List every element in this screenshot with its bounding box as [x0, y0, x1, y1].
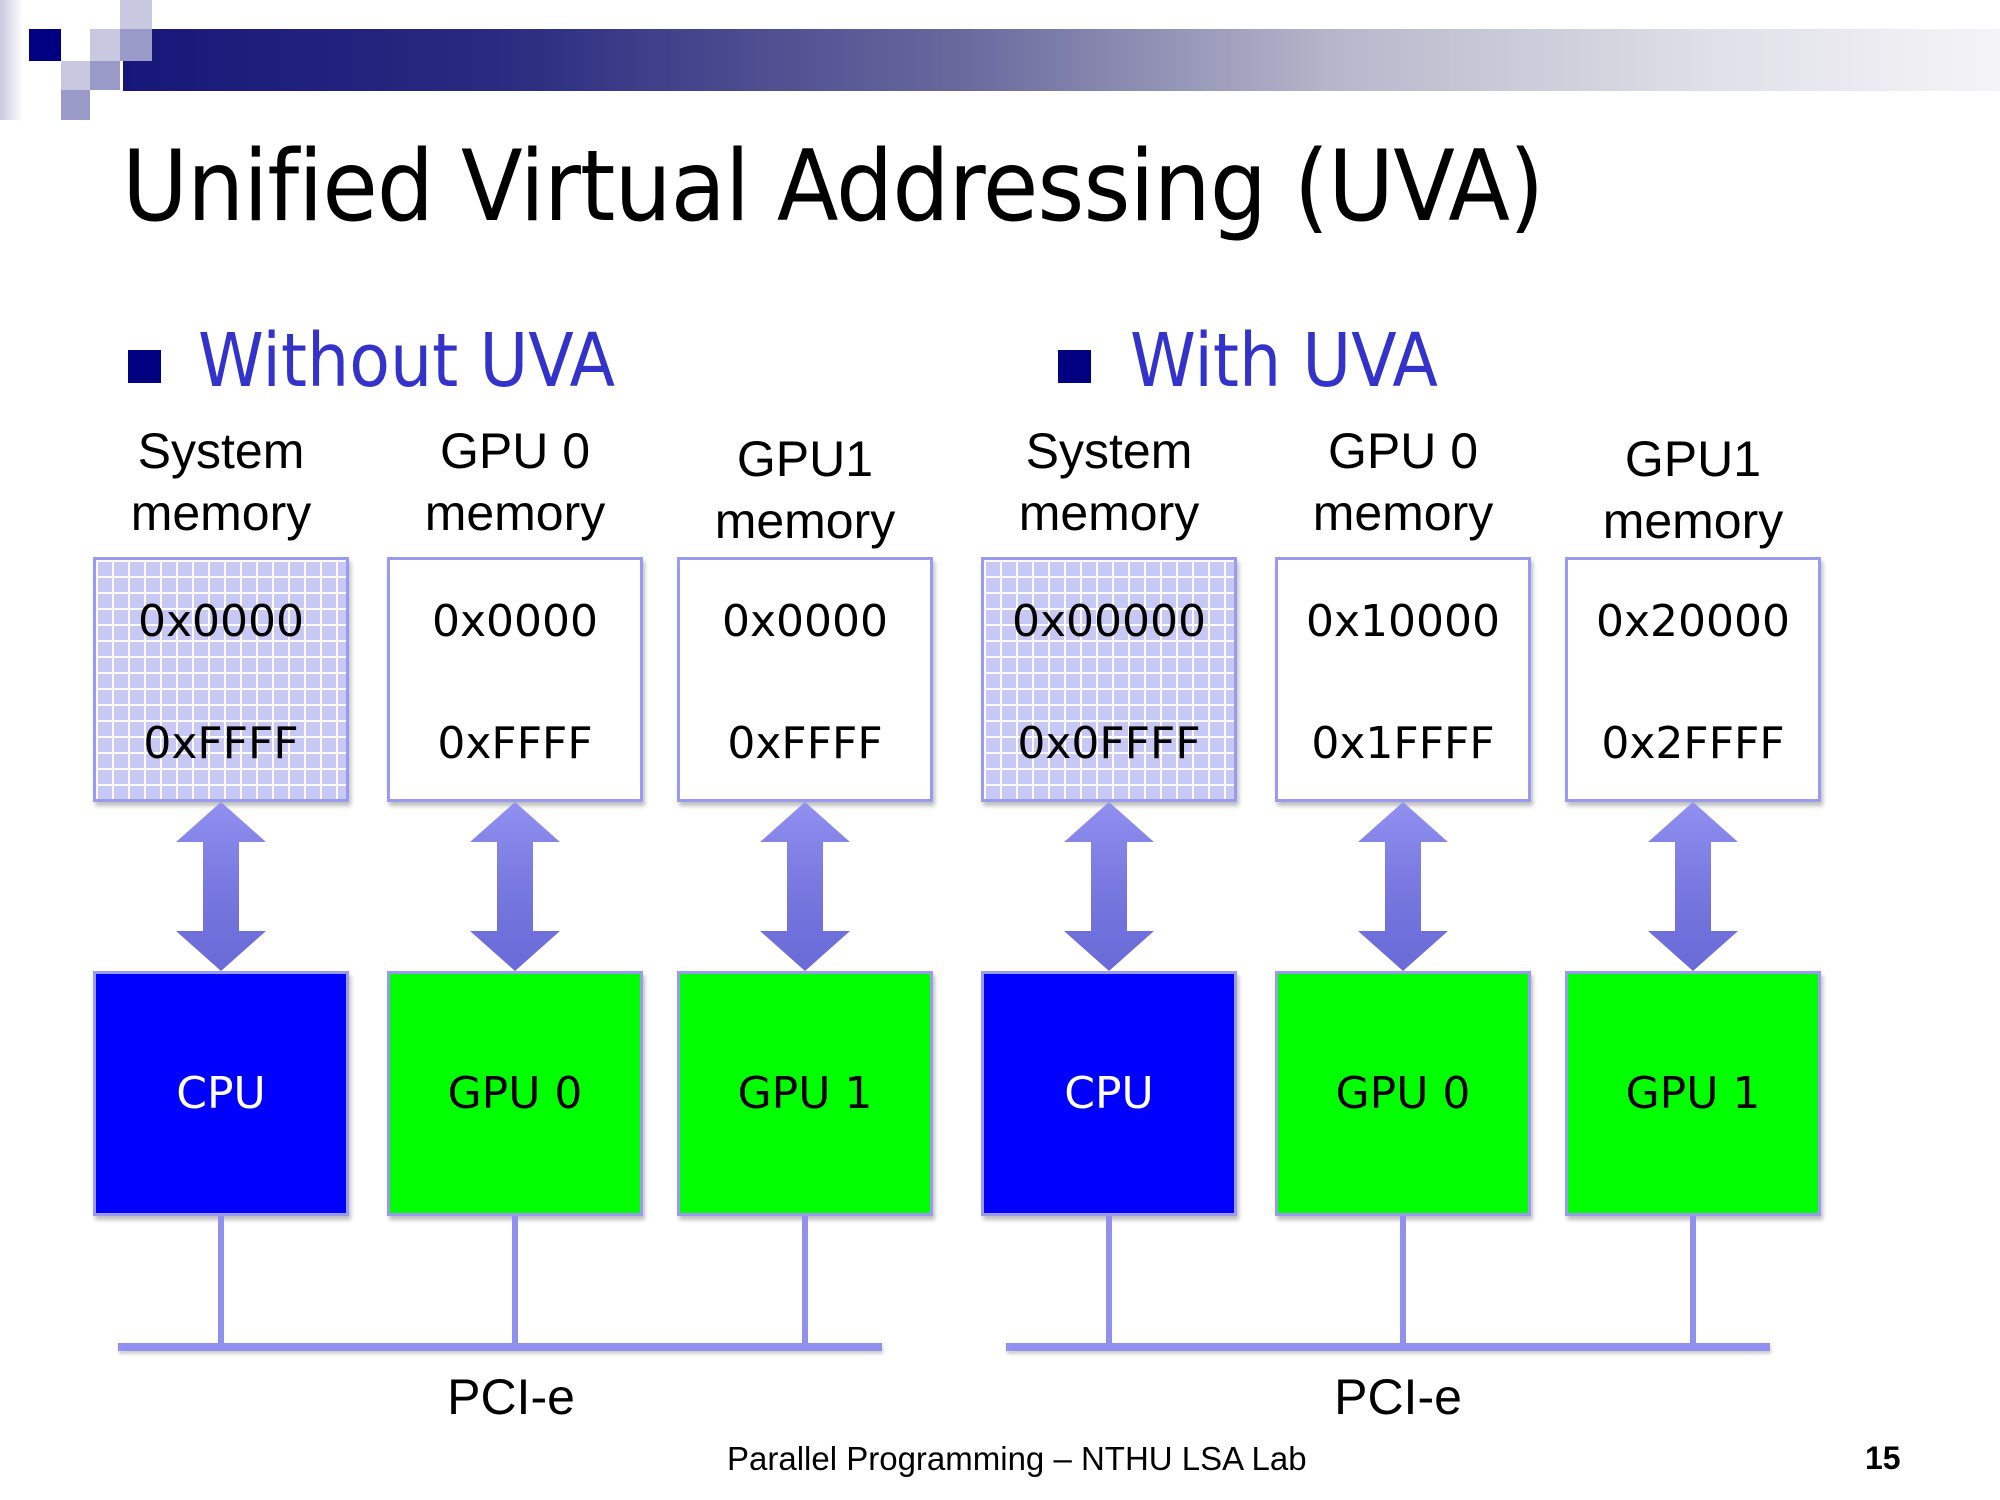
address-start: 0x0000: [137, 596, 304, 647]
column-label-line2: memory: [424, 485, 606, 541]
column-label: GPU 0 memory: [365, 420, 665, 544]
bus-connector-line: [512, 1216, 518, 1347]
column-label-line2: memory: [1602, 493, 1784, 549]
column-label: GPU1 memory: [1543, 428, 1843, 552]
column-label-line1: System: [1025, 423, 1193, 479]
memory-box: 0x20000 0x2FFFF: [1565, 557, 1821, 802]
column-label-line1: GPU 0: [1327, 423, 1479, 479]
address-start: 0x0000: [431, 596, 598, 647]
column-label: System memory: [959, 420, 1259, 544]
header-fade-strip: [0, 0, 23, 120]
pcie-bus-line: [1006, 1343, 1770, 1351]
section-heading-without-uva: Without UVA: [198, 318, 616, 404]
column-label-line2: memory: [714, 493, 896, 549]
column-label-line2: memory: [1018, 485, 1200, 541]
column-label: GPU1 memory: [655, 428, 955, 552]
page-number: 15: [1865, 1440, 1901, 1476]
slide-footer: Parallel Programming – NTHU LSA Lab: [727, 1440, 1307, 1477]
column-label-line2: memory: [1312, 485, 1494, 541]
address-start: 0x20000: [1595, 596, 1790, 647]
header-square-light: [90, 29, 120, 61]
bullet-square-icon: [128, 350, 161, 383]
slide-title: Unified Virtual Addressing (UVA): [122, 130, 1544, 244]
header-square-mid: [61, 90, 90, 120]
column-label-line1: GPU 0: [439, 423, 591, 479]
pcie-label: PCI-e: [1334, 1369, 1462, 1425]
column-label-line2: memory: [130, 485, 312, 541]
address-start: 0x00000: [1011, 596, 1206, 647]
address-start: 0x10000: [1305, 596, 1500, 647]
memory-box: 0x10000 0x1FFFF: [1275, 557, 1531, 802]
address-end: 0xFFFF: [727, 718, 883, 769]
column-label-line1: GPU1: [1624, 431, 1762, 487]
address-end: 0xFFFF: [437, 718, 593, 769]
column-label-line1: System: [137, 423, 305, 479]
cpu-box: CPU: [981, 971, 1237, 1216]
double-arrow-icon: [1358, 802, 1448, 971]
column-label-line1: GPU1: [736, 431, 874, 487]
processor-label: GPU 1: [737, 1068, 873, 1119]
header-square-mid: [120, 29, 152, 61]
cpu-box: CPU: [93, 971, 349, 1216]
processor-label: CPU: [1064, 1068, 1154, 1119]
column-label: GPU 0 memory: [1253, 420, 1553, 544]
gpu-box: GPU 1: [1565, 971, 1821, 1216]
bus-connector-line: [802, 1216, 808, 1347]
double-arrow-icon: [760, 802, 850, 971]
bus-connector-line: [218, 1216, 224, 1347]
double-arrow-icon: [1648, 802, 1738, 971]
bullet-square-icon: [1058, 350, 1091, 383]
pcie-bus-line: [118, 1343, 882, 1351]
bus-connector-line: [1690, 1216, 1696, 1347]
header-square-light: [61, 61, 90, 90]
address-start: 0x0000: [721, 596, 888, 647]
gpu-box: GPU 0: [1275, 971, 1531, 1216]
gpu-box: GPU 0: [387, 971, 643, 1216]
bus-connector-line: [1400, 1216, 1406, 1347]
memory-box: 0x0000 0xFFFF: [93, 557, 349, 802]
header-gradient-bar: [123, 29, 2000, 91]
address-end: 0x0FFFF: [1017, 718, 1201, 769]
processor-label: GPU 1: [1625, 1068, 1761, 1119]
double-arrow-icon: [1064, 802, 1154, 971]
double-arrow-icon: [470, 802, 560, 971]
memory-box: 0x0000 0xFFFF: [387, 557, 643, 802]
header-square-mid: [90, 61, 120, 90]
pcie-label: PCI-e: [447, 1369, 575, 1425]
section-heading-with-uva: With UVA: [1130, 318, 1438, 404]
memory-box: 0x00000 0x0FFFF: [981, 557, 1237, 802]
processor-label: GPU 0: [1335, 1068, 1471, 1119]
header-square-dark: [29, 29, 61, 61]
column-label: System memory: [71, 420, 371, 544]
header-square-light: [120, 0, 152, 29]
gpu-box: GPU 1: [677, 971, 933, 1216]
processor-label: GPU 0: [447, 1068, 583, 1119]
address-end: 0x1FFFF: [1311, 718, 1495, 769]
address-end: 0xFFFF: [143, 718, 299, 769]
memory-box: 0x0000 0xFFFF: [677, 557, 933, 802]
double-arrow-icon: [176, 802, 266, 971]
processor-label: CPU: [176, 1068, 266, 1119]
bus-connector-line: [1106, 1216, 1112, 1347]
address-end: 0x2FFFF: [1601, 718, 1785, 769]
